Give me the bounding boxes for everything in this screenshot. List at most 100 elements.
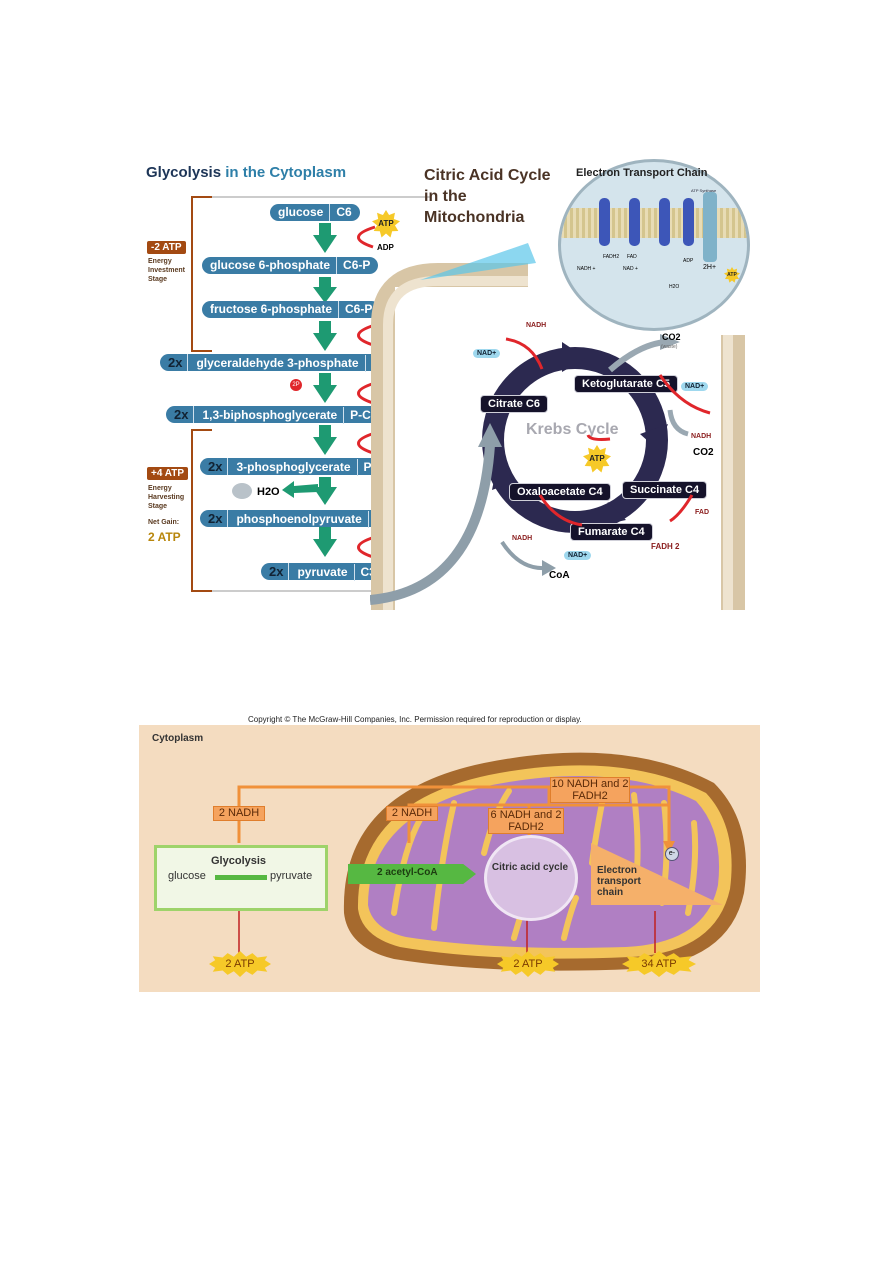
glycolysis-title: Glycolysis in the Cytoplasm [146, 164, 346, 181]
energy-harvesting-label: Energy Harvesting Stage [148, 485, 185, 510]
acetyl-coa-arrow [348, 864, 476, 884]
energy-investment-badge: -2 ATP [147, 241, 186, 254]
upper-diagram: Glycolysis in the Cytoplasm -2 ATP Energ… [140, 155, 750, 610]
phosphate-icon: 2P [290, 379, 302, 391]
net-gain-label: Net Gain: [148, 519, 180, 526]
side-reaction-arrows [357, 225, 376, 559]
copyright-notice: Copyright © The McGraw-Hill Companies, I… [248, 715, 582, 724]
step-code: C6-P [336, 257, 378, 274]
step-name: glyceraldehyde 3-phosphate [196, 356, 359, 370]
step-name: pyruvate [297, 565, 348, 579]
glycolysis-title-bold: Glycolysis [146, 164, 222, 181]
water-arrow [282, 481, 318, 498]
nad-bubble: NAD+ [473, 349, 501, 358]
etc-zoom-circle: ATP Synthase FADH2 FAD NADH + NAD + ADP … [558, 159, 750, 331]
glycolysis-title-rest: in the Cytoplasm [225, 164, 347, 181]
etc-complex [629, 198, 640, 246]
citric-acid-circle [484, 835, 578, 921]
glycolysis-box: Glycolysis glucose pyruvate [154, 845, 328, 911]
energy-investment-label: Energy Investment Stage [148, 258, 185, 283]
glucose-label: glucose [168, 870, 206, 882]
pyruvate-to-cycle-arrow [370, 423, 502, 605]
glycolysis-arrows [313, 223, 337, 557]
citric-title-line2: in the [424, 188, 467, 205]
nadh-label: NADH [691, 433, 712, 440]
step-mult: 2x [200, 510, 229, 527]
nadh-box: 2 NADH [213, 806, 265, 821]
etc-adp: ADP [683, 258, 694, 264]
electron-icon: e- [665, 847, 679, 861]
cytoplasm-label: Cytoplasm [152, 733, 204, 744]
step-code: C6-P [338, 301, 380, 318]
citric-acid-label: Citric acid cycle [491, 862, 569, 873]
etc-title: Electron Transport Chain [576, 167, 708, 179]
co2-arrows [608, 334, 689, 437]
water-icon [232, 483, 252, 499]
etc-complex [683, 198, 694, 246]
fad-label: FAD [695, 509, 709, 516]
etc-fadh2: FADH2 [603, 254, 620, 260]
etc-2h: 2H+ [703, 264, 717, 271]
nadh-fadh-box: 10 NADH and 2 FADH2 [550, 777, 630, 803]
etc-complex [599, 198, 610, 246]
step-code: C6 [329, 204, 359, 221]
etc-label: Electron transport chain [597, 865, 641, 898]
step-name: glucose 6-phosphate [210, 258, 331, 272]
acetyl-coa-label: 2 acetyl-CoA [377, 867, 438, 878]
step-name: 1,3-biphosphoglycerate [202, 408, 338, 422]
step-name: fructose 6-phosphate [210, 302, 333, 316]
etc-nadh: NADH + [577, 266, 596, 272]
glycolysis-box-title: Glycolysis [211, 855, 267, 867]
krebs-ketoglutarate: Ketoglutarate C5 [574, 375, 679, 393]
step-mult: 2x [200, 458, 229, 475]
adp-label: ADP [377, 243, 394, 252]
step-name: 3-phosphoglycerate [236, 460, 351, 474]
etc-atp-star: ATP [724, 267, 740, 283]
krebs-cycle-label: Krebs Cycle [526, 421, 619, 438]
nad-bubble: NAD+ [564, 551, 592, 560]
etc-membrane [561, 208, 747, 238]
citric-title-line3: Mitochondria [424, 209, 525, 226]
etc-water: H2O [669, 284, 680, 290]
nad-bubble: NAD+ [681, 382, 709, 391]
coa-arrow [500, 540, 556, 576]
citric-title: Citric Acid Cycle in the Mitochondria [424, 165, 551, 228]
step-name: phosphoenolpyruvate [236, 512, 362, 526]
citric-title-line1: Citric Acid Cycle [424, 167, 551, 184]
pyruvate-label: pyruvate [270, 870, 313, 882]
co2-waste-label: (waste) [661, 344, 678, 350]
co2-label: CO2 [693, 447, 714, 458]
water-label: H2O [257, 486, 280, 498]
etc-nad: NAD + [623, 266, 638, 272]
co2-label: CO2 [662, 332, 681, 342]
lower-diagram: Cytoplasm [139, 725, 760, 992]
glycolysis-step-fructose-6-phosphate: fructose 6-phosphate C6-P [202, 301, 381, 318]
step-mult: 2x [166, 406, 195, 423]
glycolysis-step-glucose: glucose C6 [270, 204, 360, 221]
nadh-label: NADH [512, 535, 533, 542]
krebs-citrate: Citrate C6 [480, 395, 548, 413]
fadh2-label: FADH 2 [651, 542, 680, 551]
step-name: glucose [278, 205, 324, 219]
krebs-side-arrows [505, 337, 711, 527]
glycolysis-step-glucose-6-phosphate: glucose 6-phosphate C6-P [202, 257, 379, 274]
etc-complex [659, 198, 670, 246]
etc-synthase-label: ATP Synthase [691, 188, 717, 193]
stage-brackets [191, 196, 430, 592]
step-mult: 2x [160, 354, 189, 371]
krebs-oxaloacetate: Oxaloacetate C4 [509, 483, 611, 501]
nadh-label: NADH [526, 322, 547, 329]
energy-harvesting-badge: +4 ATP [147, 467, 189, 480]
etc-fad: FAD [627, 254, 637, 260]
nadh-fadh-box: 6 NADH and 2 FADH2 [488, 808, 564, 834]
net-gain-value: 2 ATP [148, 530, 181, 544]
green-arrows [215, 875, 267, 880]
step-mult: 2x [261, 563, 290, 580]
krebs-succinate: Succinate C4 [622, 481, 708, 499]
krebs-fumarate: Fumarate C4 [570, 523, 653, 541]
nadh-box: 2 NADH [386, 806, 438, 821]
coa-label: CoA [549, 570, 570, 581]
